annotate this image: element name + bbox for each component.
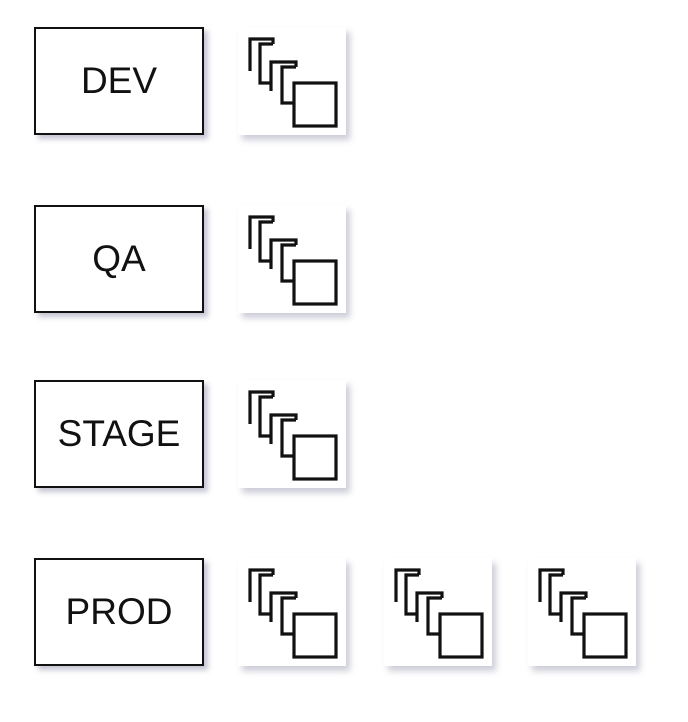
env-label-qa: QA: [34, 205, 204, 313]
stacked-copies-icon: [238, 380, 346, 488]
env-label-stage: STAGE: [34, 380, 204, 488]
stacked-copies-icon: [384, 558, 492, 666]
env-label-dev: DEV: [34, 27, 204, 135]
stacked-copies-icon-graphic: [248, 390, 338, 481]
env-label-prod: PROD: [34, 558, 204, 666]
env-row-prod: PROD: [0, 558, 688, 674]
stacked-copies-icon: [238, 558, 346, 666]
env-row-dev: DEV: [0, 27, 688, 143]
stacked-copies-icon: [238, 27, 346, 135]
stacked-copies-icon-graphic: [248, 568, 338, 659]
stacked-copies-icon-graphic: [248, 37, 338, 128]
env-row-stage: STAGE: [0, 380, 688, 496]
stacked-copies-icon-graphic: [538, 568, 628, 659]
env-row-qa: QA: [0, 205, 688, 321]
stacked-copies-icon: [238, 205, 346, 313]
stacked-copies-icon-graphic: [248, 215, 338, 306]
stacked-copies-icon: [528, 558, 636, 666]
stacked-copies-icon-graphic: [394, 568, 484, 659]
